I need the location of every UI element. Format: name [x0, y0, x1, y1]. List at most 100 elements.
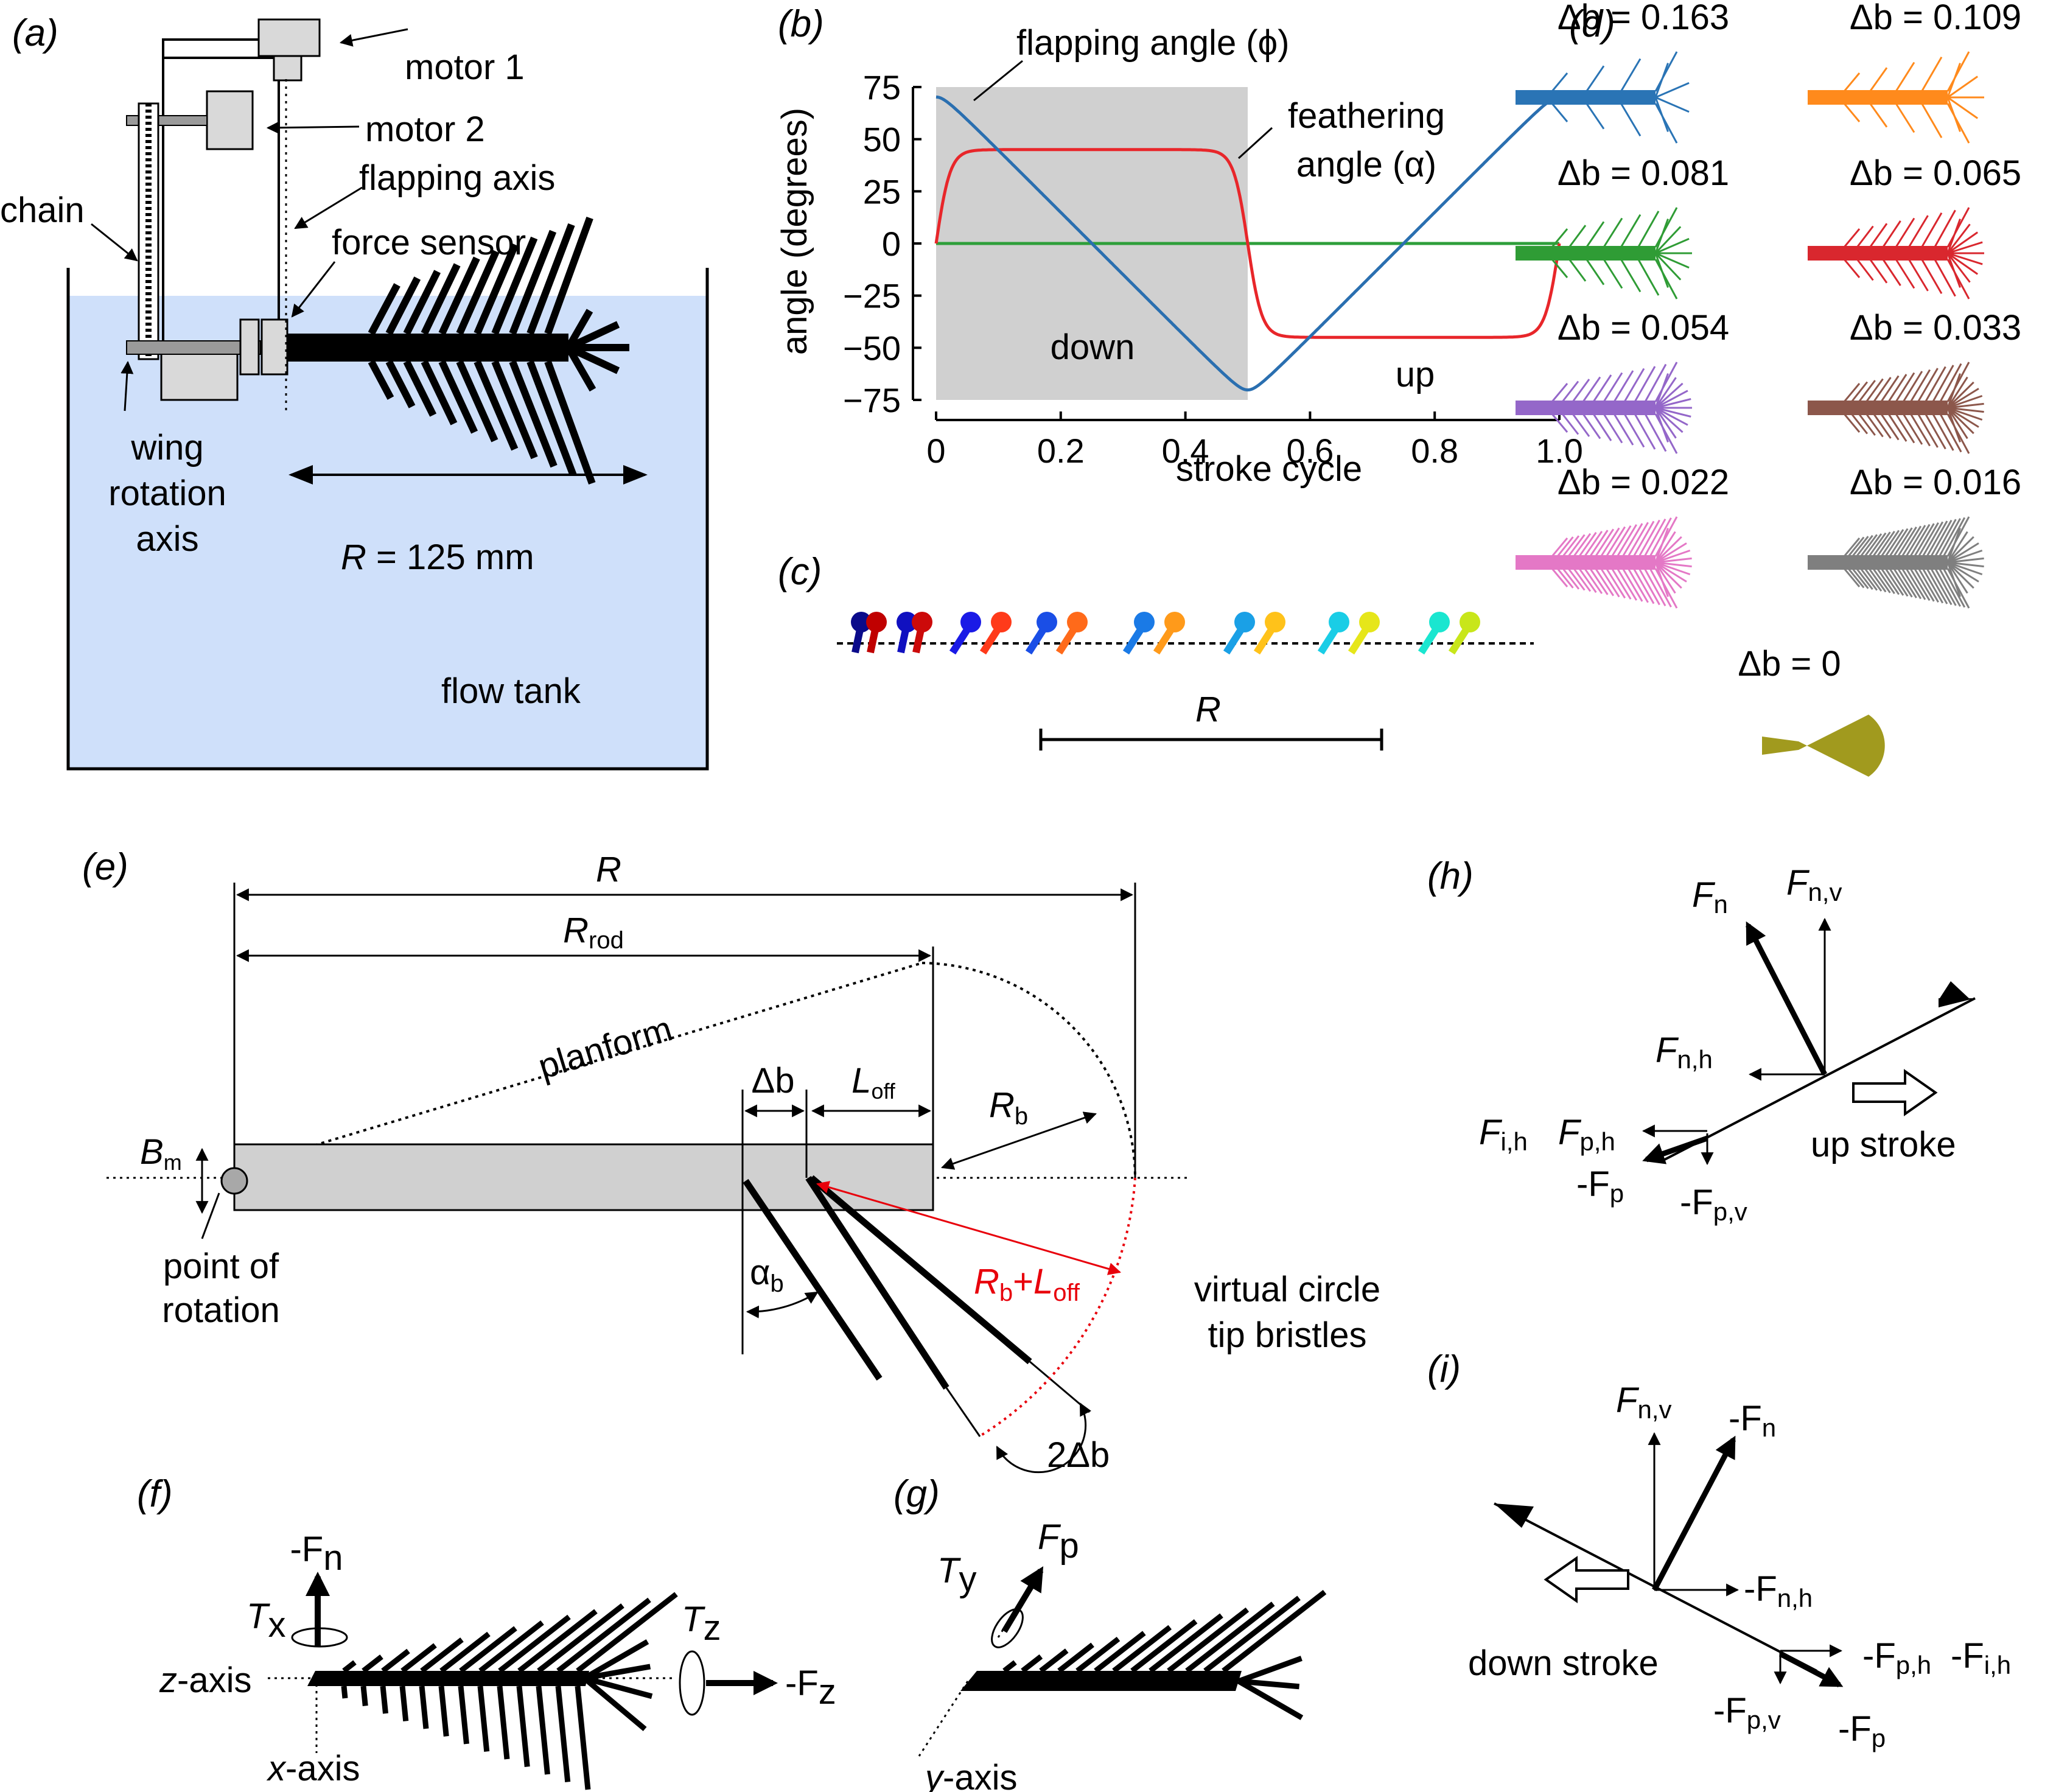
bristle-up	[1222, 1589, 1327, 1673]
bristle-down	[421, 360, 458, 425]
bristle	[1893, 568, 1913, 598]
y-tick-label: 0	[882, 225, 901, 263]
bristle	[1551, 568, 1568, 587]
motor-1-label: motor 1	[405, 47, 525, 87]
bristle	[1897, 527, 1917, 557]
bristle	[1634, 413, 1656, 450]
Loff-label: Loff	[851, 1061, 896, 1104]
bristle-down	[399, 1685, 409, 1721]
radius-label: R = 125 mm	[341, 537, 534, 577]
bristle	[1939, 518, 1961, 557]
tip-bristle	[1947, 407, 1983, 421]
bristle	[1843, 568, 1861, 587]
neg-Fn-label: -Fn	[290, 1530, 343, 1578]
Fn-arrow-h	[1745, 921, 1828, 1076]
panel-f: (f) -Fn Tx Tz -Fz z-axis x-axis	[137, 1473, 836, 1790]
tip-bristle	[1947, 75, 1979, 99]
Fph-label-h: Fp,h	[1558, 1113, 1615, 1156]
bristle	[1637, 259, 1660, 296]
neg-Fp-label-i: -Fp	[1838, 1709, 1886, 1752]
bristle	[1595, 568, 1615, 597]
force-sensor-label: force sensor	[332, 223, 526, 262]
wing-tip-marker	[1359, 612, 1380, 632]
wing-shaft	[126, 340, 261, 355]
wing-tip-marker	[1234, 612, 1255, 632]
bristle-1	[743, 1178, 883, 1381]
bristle-up	[1002, 1660, 1017, 1673]
bristle-up	[1130, 1619, 1198, 1673]
tip-bristle	[1947, 561, 1979, 583]
bristle	[1611, 525, 1632, 557]
bristle-down	[497, 1685, 510, 1760]
bristle	[1884, 529, 1904, 557]
tip-bristle	[1654, 63, 1669, 98]
bristle-down	[458, 1685, 469, 1745]
wing-label: Δb = 0.054	[1558, 308, 1729, 348]
tip-bristle	[1654, 252, 1682, 281]
neg-Fpv-label-h: -Fp,v	[1680, 1183, 1747, 1226]
bristle	[1611, 568, 1632, 600]
bristle	[1589, 568, 1609, 595]
tip-bristle	[1655, 96, 1690, 113]
down-stroke-label: down stroke	[1468, 1643, 1659, 1683]
tip-bristle	[1655, 82, 1690, 99]
tip-bristle	[1655, 542, 1687, 564]
up-stroke-label: up stroke	[1811, 1125, 1956, 1164]
bristle	[1902, 371, 1923, 402]
bristle	[1847, 568, 1865, 589]
bristle-tip	[582, 1639, 649, 1681]
Rb-plus-Loff-arrow	[816, 1181, 1122, 1275]
wing-tip-marker	[1134, 612, 1155, 632]
x-tick-label: 0.2	[1037, 432, 1085, 470]
bristle	[1859, 568, 1878, 591]
tip-bristle	[1947, 549, 1983, 564]
bristle-down	[509, 360, 558, 468]
bristle-up	[1094, 1631, 1146, 1673]
tip-bristle	[1654, 528, 1669, 563]
bristle-up	[439, 1631, 491, 1673]
bristle	[1572, 413, 1590, 437]
tip-bristle	[1946, 253, 1971, 283]
bristle-tip	[565, 346, 596, 392]
bristle	[1654, 207, 1678, 248]
bristle	[1620, 214, 1642, 248]
panel-c: (c) R	[778, 551, 1534, 751]
bristle	[1942, 568, 1966, 608]
bristle	[1858, 380, 1876, 402]
tip-bristle	[1946, 219, 1961, 254]
bristle-up	[362, 1654, 383, 1673]
bristle	[1856, 259, 1874, 281]
Tz-label: Tz	[682, 1600, 721, 1648]
planform-label: planform	[534, 1009, 677, 1087]
tip-bristle	[1947, 561, 1984, 568]
tip-bristle	[1946, 536, 1974, 564]
panel-g: (g) Fp Ty y-axis	[893, 1473, 1327, 1792]
bristle	[1869, 67, 1888, 92]
bristle	[1586, 65, 1605, 92]
bristle	[1627, 522, 1649, 557]
bristle	[1649, 517, 1672, 557]
series-flapping-angle	[935, 95, 1560, 392]
tip-bristle	[1946, 562, 1968, 594]
Rrod-label: Rrod	[563, 911, 624, 954]
bristle	[1606, 568, 1626, 599]
y-tick-label: 50	[863, 121, 901, 159]
rotation-point	[220, 1167, 248, 1195]
bristle	[1600, 527, 1620, 557]
planform-line	[307, 962, 923, 1149]
bristle	[1921, 259, 1943, 295]
bristle	[1567, 568, 1586, 591]
bristle-down	[385, 360, 416, 408]
two-delta-b-label: 2Δb	[1047, 1435, 1110, 1475]
bristle	[1895, 372, 1915, 402]
wing-body-g	[960, 1671, 1242, 1691]
bristle	[1897, 568, 1917, 598]
bristle	[1654, 568, 1678, 609]
tip-bristle	[1947, 407, 1979, 428]
wing-section-h	[1664, 997, 1976, 1161]
bristle-up	[1075, 1636, 1121, 1673]
bristle	[1654, 51, 1678, 92]
bristle	[1595, 528, 1615, 557]
bristle	[1843, 383, 1861, 402]
bristle	[1578, 531, 1597, 557]
